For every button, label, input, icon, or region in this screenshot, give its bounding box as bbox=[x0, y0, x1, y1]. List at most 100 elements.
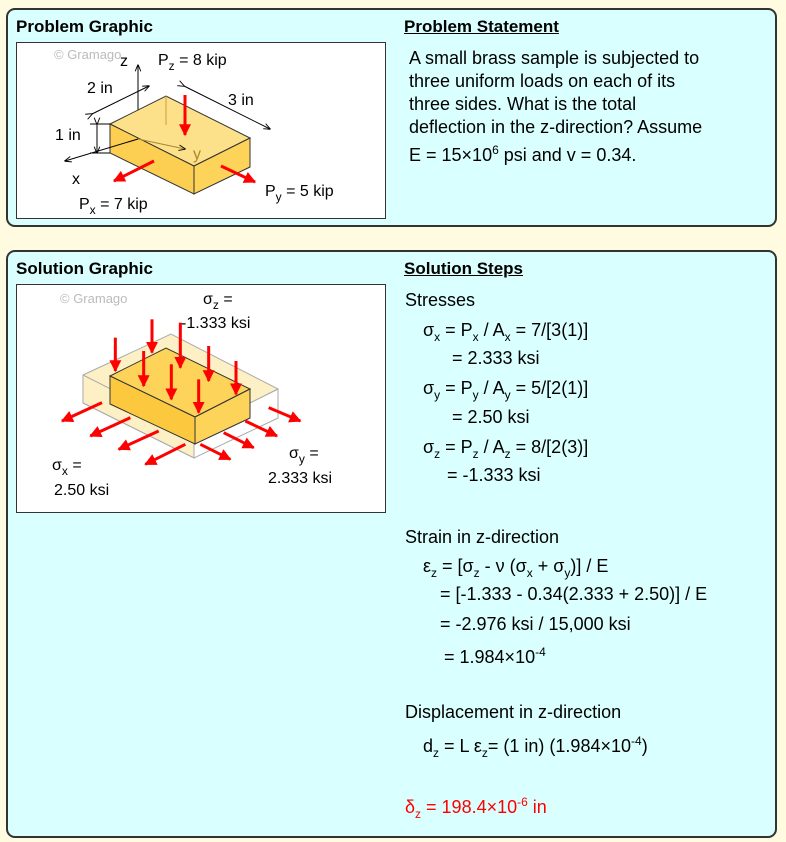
z-axis-label: z bbox=[120, 53, 128, 70]
text-segment: = bbox=[67, 457, 82, 474]
text-segment: = L ε bbox=[439, 736, 482, 756]
text-segment: σ bbox=[203, 291, 213, 308]
sigma-y-arrow bbox=[199, 442, 232, 461]
subscript: y bbox=[472, 388, 479, 402]
px-label: Px = 7 kip bbox=[79, 196, 148, 219]
text-segment: ) bbox=[641, 736, 648, 756]
text-segment: / A bbox=[478, 320, 505, 340]
watermark: © Gramago bbox=[60, 291, 128, 306]
py-label: Py = 5 kip bbox=[265, 183, 334, 206]
pz-label: Pz = 8 kip bbox=[158, 52, 227, 75]
solution-step-line: σz = Pz / Az = 8/[2(3)] bbox=[423, 436, 588, 465]
text-segment: + σ bbox=[532, 556, 565, 576]
problem-graphic-heading: Problem Graphic bbox=[16, 17, 153, 36]
statement-line: three uniform loads on each of its bbox=[409, 70, 675, 92]
text-segment: = -2.976 ksi / 15,000 ksi bbox=[440, 614, 631, 634]
text-segment: A small brass sample is subjected to bbox=[409, 48, 700, 68]
dimension-1in-label: 1 in bbox=[55, 127, 81, 144]
text-segment: ε bbox=[423, 556, 432, 576]
subscript: z bbox=[433, 746, 440, 760]
sigma-y-arrow bbox=[222, 431, 255, 450]
text-segment: σ bbox=[52, 457, 62, 474]
px-arrow bbox=[112, 159, 155, 183]
sigma-y-label: σy = bbox=[289, 445, 319, 468]
solution-step-line: Strain in z-direction bbox=[405, 526, 559, 548]
text-segment: = 8/[2(3)] bbox=[510, 437, 589, 457]
x-axis-label: x bbox=[72, 171, 80, 188]
sigma-x-label: σx = bbox=[52, 457, 82, 480]
statement-line: three sides. What is the total bbox=[409, 93, 636, 115]
final-answer: δz = 198.4×10-6 in bbox=[405, 791, 547, 825]
subscript: x bbox=[89, 203, 96, 217]
sigma-y-arrow bbox=[244, 419, 279, 438]
text-segment: δ bbox=[405, 797, 416, 817]
text-segment: = [-1.333 - 0.34(2.333 + 2.50)] / E bbox=[440, 584, 708, 604]
solution-step-line: = 2.333 ksi bbox=[452, 347, 540, 369]
text-segment: Stresses bbox=[405, 290, 476, 310]
subscript: y bbox=[275, 190, 282, 204]
x-axis bbox=[65, 138, 139, 161]
subscript: y bbox=[434, 388, 441, 402]
text-segment: σ bbox=[289, 445, 299, 462]
subscript: x bbox=[434, 330, 441, 344]
subscript: z bbox=[415, 807, 422, 821]
text-segment: = (1 in) (1.984×10 bbox=[487, 736, 632, 756]
dimension-3in bbox=[184, 86, 270, 129]
dimension-3in-label: 3 in bbox=[228, 92, 254, 109]
text-segment: Strain in z-direction bbox=[405, 527, 560, 547]
solution-graphic: © Gramago σz = -1.333 ksi σx = 2.50 ksi … bbox=[16, 284, 386, 513]
text-segment: 2.50 ksi bbox=[54, 482, 110, 499]
solution-step-line: = [-1.333 - 0.34(2.333 + 2.50)] / E bbox=[440, 583, 707, 605]
text-segment: = P bbox=[440, 378, 473, 398]
text-segment: / A bbox=[478, 437, 505, 457]
solution-stress-diagram bbox=[60, 319, 302, 466]
text-segment: = 2.50 ksi bbox=[452, 407, 530, 427]
text-segment: = P bbox=[440, 320, 473, 340]
text-segment: = 1.984×10 bbox=[444, 647, 536, 667]
statement-line: E = 15×106 psi and v = 0.34. bbox=[409, 139, 636, 166]
solution-step-line: = 2.50 ksi bbox=[452, 406, 530, 428]
watermark: © Gramago bbox=[54, 47, 122, 62]
subscript: z bbox=[168, 59, 175, 73]
superscript: -6 bbox=[517, 795, 528, 809]
text-segment: -1.333 ksi bbox=[181, 315, 251, 332]
text-segment: / A bbox=[478, 378, 505, 398]
solution-step-line: Displacement in z-direction bbox=[405, 701, 621, 723]
subscript: x bbox=[526, 566, 533, 580]
text-segment: psi and v = 0.34. bbox=[498, 145, 637, 165]
text-segment: = 8 kip bbox=[174, 52, 227, 69]
solution-step-line: dz = L εz= (1 in) (1.984×10-4) bbox=[423, 730, 648, 764]
text-segment: in bbox=[527, 797, 547, 817]
superscript: -4 bbox=[535, 645, 546, 659]
superscript: -4 bbox=[631, 734, 642, 748]
subscript: x bbox=[504, 330, 511, 344]
text-segment: = 5 kip bbox=[281, 183, 334, 200]
text-segment: = bbox=[304, 445, 319, 462]
text-segment: P bbox=[158, 52, 169, 69]
text-segment: )] / E bbox=[570, 556, 609, 576]
text-segment: - ν (σ bbox=[479, 556, 527, 576]
problem-statement-heading: Problem Statement bbox=[404, 17, 559, 36]
text-segment: = -1.333 ksi bbox=[447, 465, 541, 485]
text-segment: = 198.4×10 bbox=[421, 797, 518, 817]
text-segment: σ bbox=[423, 437, 435, 457]
sigma-z-label: σz = bbox=[203, 291, 233, 314]
text-segment: = 5/[2(1)] bbox=[510, 378, 589, 398]
subscript: z bbox=[481, 746, 488, 760]
text-segment: deflection in the z-direction? Assume bbox=[409, 117, 703, 137]
solution-steps-heading: Solution Steps bbox=[404, 259, 523, 278]
subscript: z bbox=[473, 566, 480, 580]
solution-step-line: = 1.984×10-4 bbox=[444, 641, 546, 668]
sigma-z-value: -1.333 ksi bbox=[181, 315, 250, 333]
subscript: z bbox=[472, 447, 479, 461]
subscript: y bbox=[298, 452, 305, 466]
sigma-x-arrow bbox=[117, 429, 160, 451]
solution-step-line: = -2.976 ksi / 15,000 ksi bbox=[440, 613, 631, 635]
text-segment: 2.333 ksi bbox=[268, 470, 333, 487]
text-segment: = P bbox=[440, 437, 473, 457]
statement-line: A small brass sample is subjected to bbox=[409, 47, 699, 69]
text-segment: P bbox=[79, 196, 90, 213]
text-segment: three sides. What is the total bbox=[409, 94, 637, 114]
sigma-x-arrow bbox=[60, 401, 103, 423]
text-segment: = 2.333 ksi bbox=[452, 348, 540, 368]
